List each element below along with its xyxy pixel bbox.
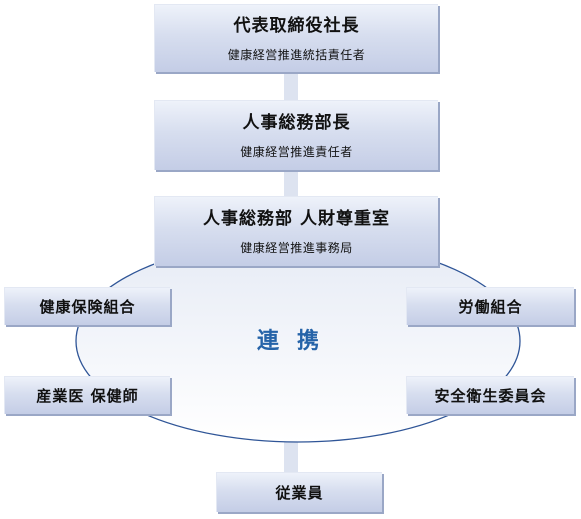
health-insurance-union-box: 健康保険組合 <box>4 287 170 325</box>
labor-union-box: 労働組合 <box>406 287 574 325</box>
ceo-role: 健康経営推進統括責任者 <box>227 47 366 62</box>
connector-ceo-to-hr-manager <box>284 72 298 100</box>
connector-hr-manager-to-office <box>284 170 298 196</box>
hr-office-role: 健康経営推進事務局 <box>240 240 353 255</box>
hr-manager-title: 人事総務部長 <box>242 112 351 133</box>
hr-manager-role: 健康経営推進責任者 <box>240 144 353 159</box>
cooperation-label: 連携 <box>256 329 337 354</box>
hr-office-box: 人事総務部 人財尊重室 健康経営推進事務局 <box>154 196 438 266</box>
employees-box: 従業員 <box>216 472 382 512</box>
connector-ellipse-to-employees <box>284 442 298 472</box>
labor-union-label: 労働組合 <box>458 298 523 316</box>
ceo-box: 代表取締役社長 健康経営推進統括責任者 <box>154 4 438 72</box>
occupational-physician-nurse-box: 産業医 保健師 <box>4 376 170 414</box>
safety-health-committee-box: 安全衛生委員会 <box>406 376 574 414</box>
occupational-physician-nurse-label: 産業医 保健師 <box>36 387 139 405</box>
ceo-title: 代表取締役社長 <box>233 15 360 36</box>
employees-label: 従業員 <box>275 484 324 502</box>
safety-health-committee-label: 安全衛生委員会 <box>434 387 547 405</box>
health-insurance-union-label: 健康保険組合 <box>39 298 136 316</box>
hr-office-title: 人事総務部 人財尊重室 <box>203 208 390 229</box>
hr-manager-box: 人事総務部長 健康経営推進責任者 <box>154 100 438 170</box>
